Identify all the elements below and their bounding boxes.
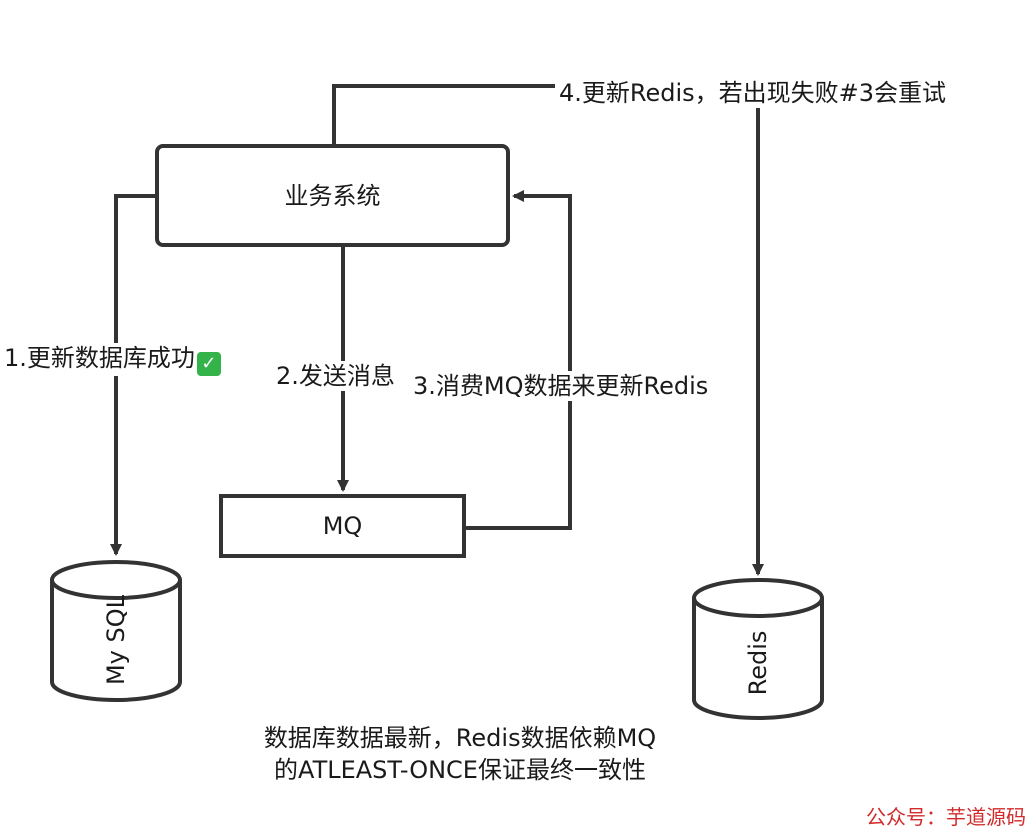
edge-step3 [464,190,572,530]
business-system-label: 业务系统 [284,182,381,210]
watermark: 公众号：芋道源码 [866,805,1026,829]
mysql-label: My SQL [102,594,130,686]
mq-label: MQ [322,512,363,540]
checkmark-icon: ✓ [196,352,221,376]
step3-label: 3.消费MQ数据来更新Redis [413,371,709,401]
redis-cylinder [692,578,824,720]
edge-step4 [332,84,764,576]
step1-text: 1.更新数据库成功 [4,344,195,372]
mysql-cylinder [50,560,182,702]
footer-line-1: 数据库数据最新，Redis数据依赖MQ [263,724,657,752]
redis-label: Redis [744,630,772,696]
edge-step1 [110,194,157,556]
step1-label: 1.更新数据库成功✓ [4,343,221,376]
footer-line-2: 的ATLEAST-ONCE保证最终一致性 [274,756,646,784]
mq-box [219,494,466,558]
step4-label: 4.更新Redis，若出现失败#3会重试 [555,78,947,108]
step2-label: 2.发送消息 [276,361,395,391]
